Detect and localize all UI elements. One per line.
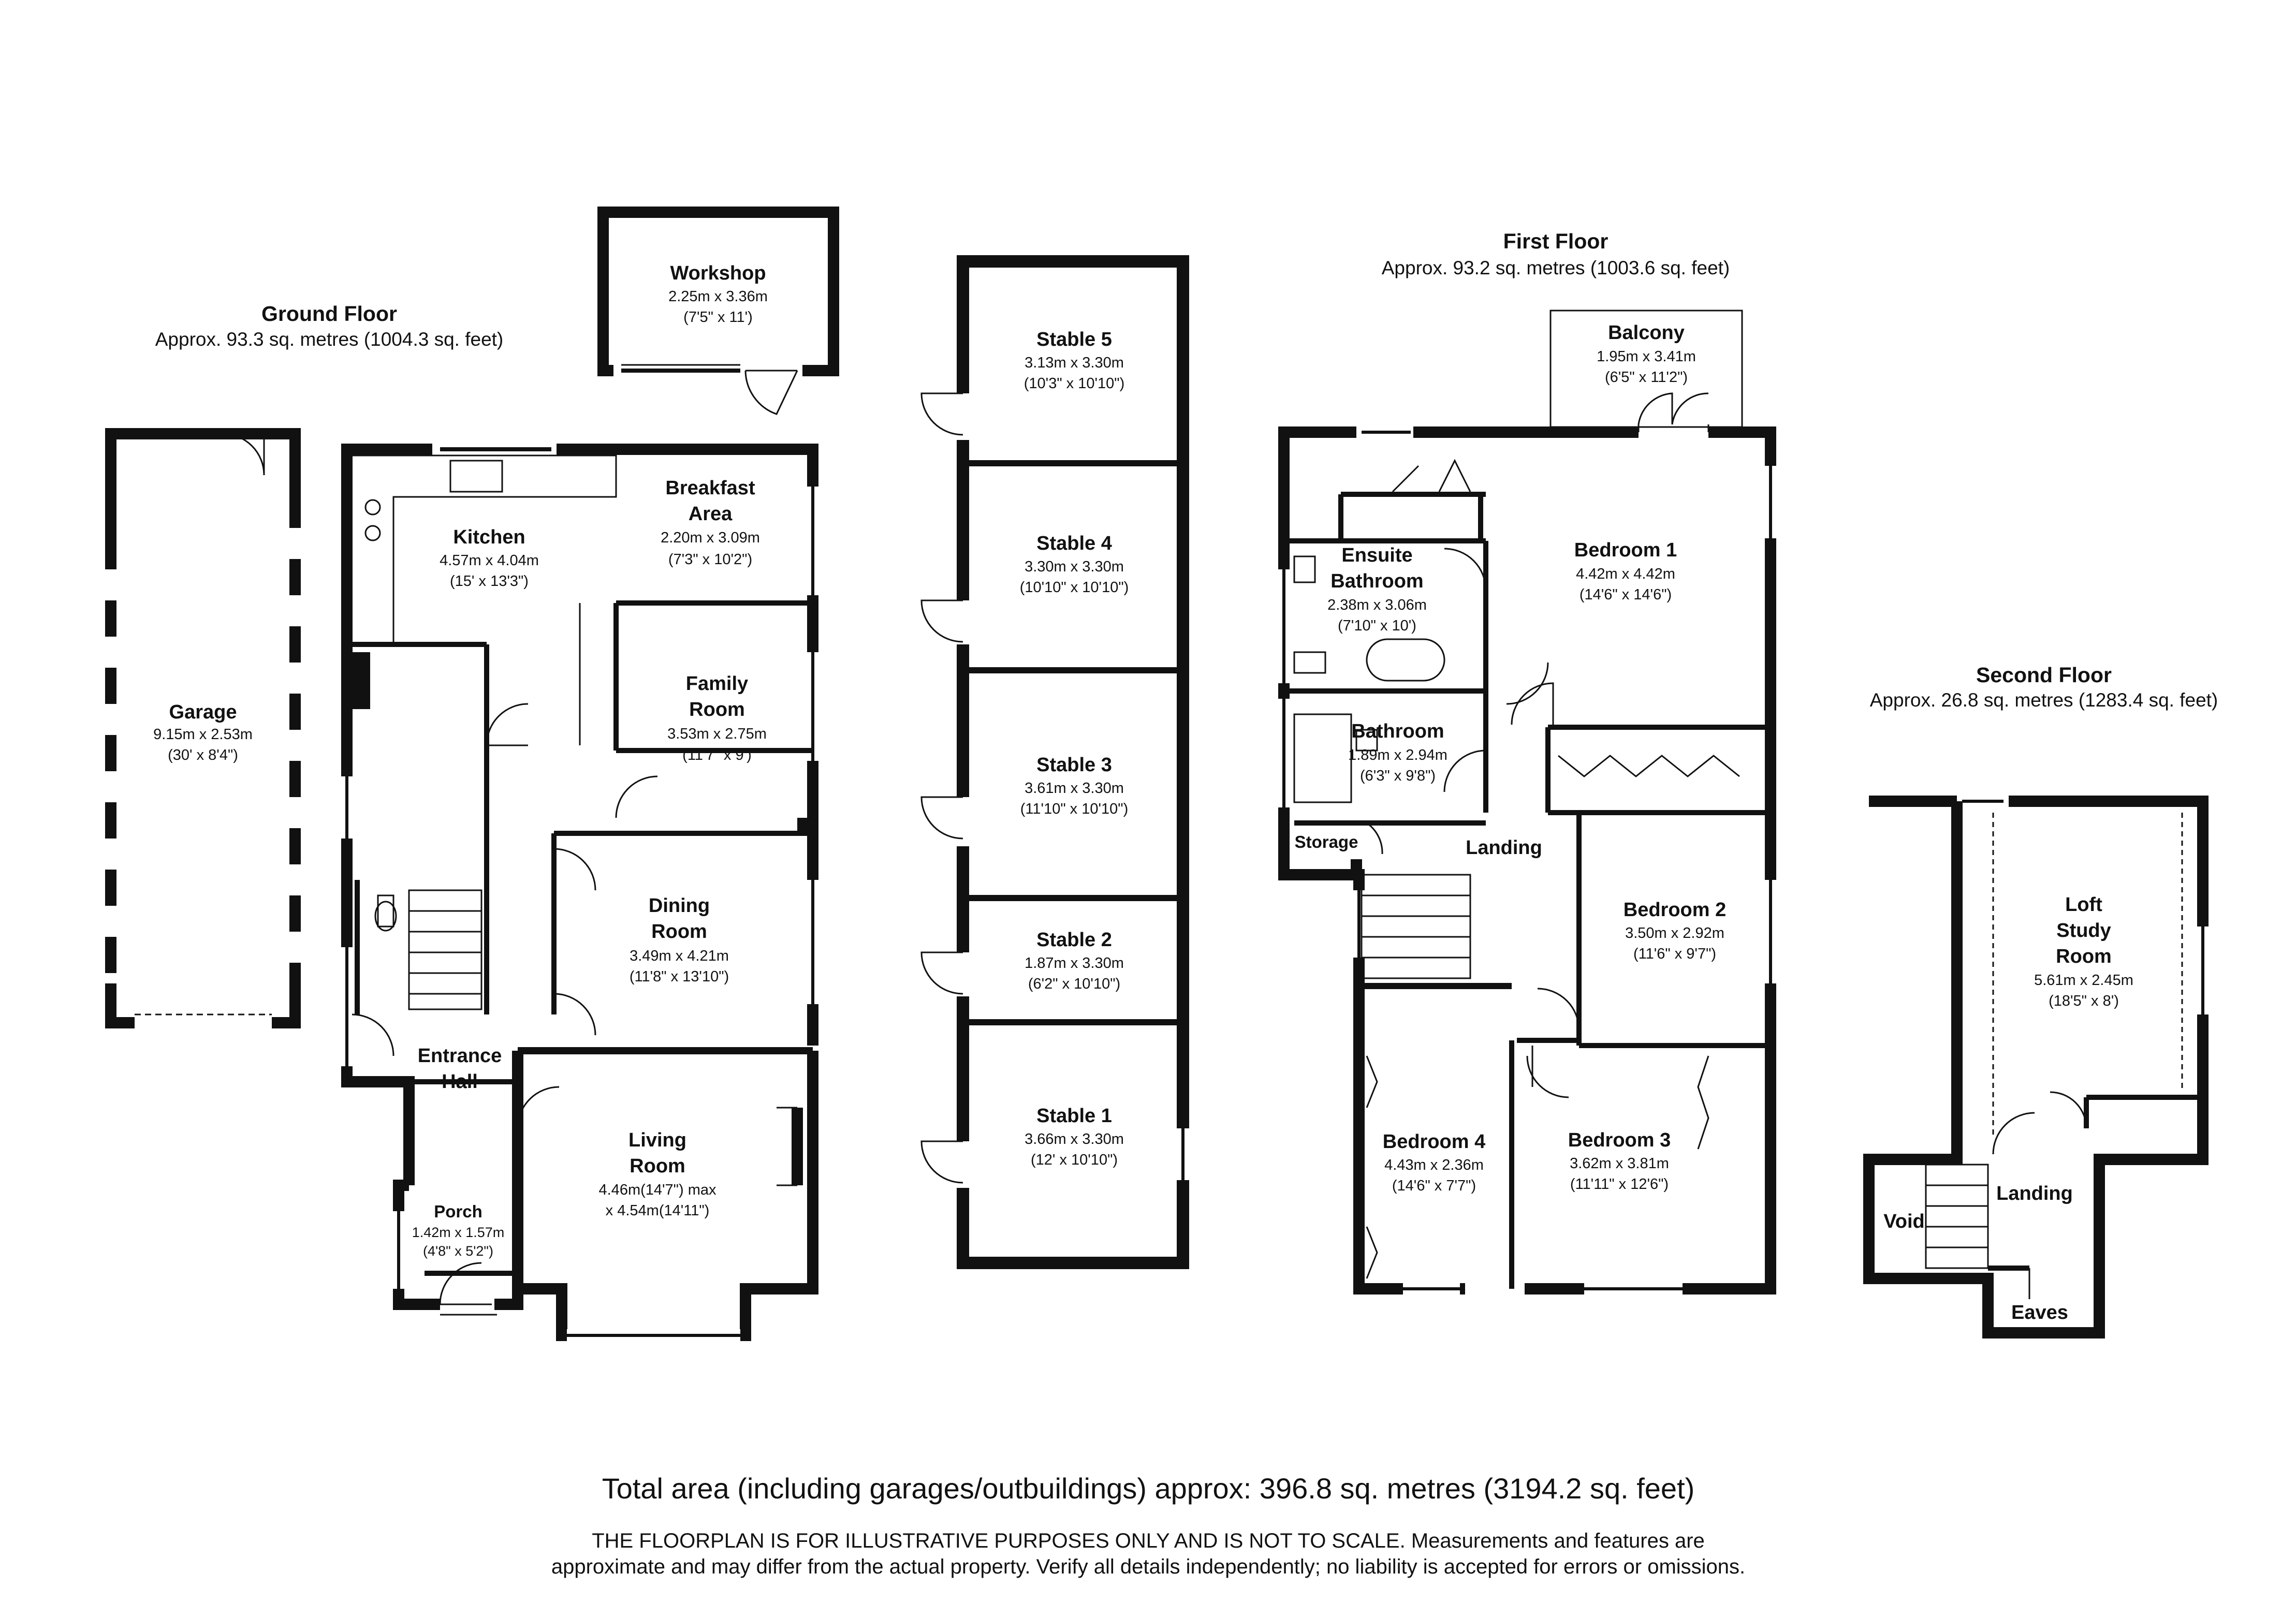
ground-floor-title: Ground Floor [261,302,397,326]
porch-metric: 1.42m x 1.57m [412,1225,505,1240]
disclaimer-line2: approximate and may differ from the actu… [551,1555,1745,1578]
first-floor-plan [1278,310,1777,1295]
dining-metric: 3.49m x 4.21m [630,948,729,964]
stables-labels: Stable 5 3.13m x 3.30m (10'3" x 10'10") … [1020,329,1129,1168]
garage-name: Garage [169,701,237,723]
first-floor-labels: First Floor Approx. 93.2 sq. metres (100… [1295,229,1730,1194]
ground-floor-area: Approx. 93.3 sq. metres (1004.3 sq. feet… [155,329,504,350]
kitchen-metric: 4.57m x 4.04m [440,552,539,569]
bedroom1-name: Bedroom 1 [1574,539,1677,561]
bathroom-imperial: (6'3" x 9'8") [1360,768,1436,784]
loft-name-line2: Study [2056,920,2111,942]
workshop-imperial: (7'5" x 11') [683,309,753,326]
bedroom3-metric: 3.62m x 3.81m [1570,1155,1669,1172]
bedroom4-metric: 4.43m x 2.36m [1384,1157,1484,1173]
stable1-name: Stable 1 [1036,1105,1112,1127]
stable2-name: Stable 2 [1036,929,1112,951]
porch-name: Porch [434,1202,482,1221]
family-name-line1: Family [686,673,748,695]
ground-floor [105,207,839,1342]
house-ground-plan [341,444,819,1342]
second-floor-plan [1863,796,2209,1338]
ensuite-name-line2: Bathroom [1330,570,1423,592]
stable3-metric: 3.61m x 3.30m [1025,780,1124,797]
stable3-imperial: (11'10" x 10'10") [1020,801,1128,817]
entrance-name-line1: Entrance [418,1045,502,1067]
bedroom4-name: Bedroom 4 [1383,1131,1485,1153]
first-floor-title: First Floor [1503,229,1608,253]
balcony-imperial: (6'5" x 11'2") [1605,369,1688,386]
workshop-plan [597,207,839,415]
stable5-imperial: (10'3" x 10'10") [1024,375,1125,392]
storage-name: Storage [1295,832,1358,851]
garage-metric: 9.15m x 2.53m [153,726,253,743]
dining-name-line2: Room [651,921,707,943]
bathroom-metric: 1.89m x 2.94m [1348,747,1447,763]
ground-floor-labels: Ground Floor Approx. 93.3 sq. metres (10… [153,262,768,1259]
first-landing-name: Landing [1466,837,1542,859]
living-name-line2: Room [630,1155,685,1177]
breakfast-name-line2: Area [689,503,733,525]
second-landing-name: Landing [1996,1183,2073,1204]
workshop-name: Workshop [670,262,766,284]
family-name-line2: Room [689,699,745,720]
bedroom3-imperial: (11'11" x 12'6") [1570,1176,1669,1193]
ensuite-imperial: (7'10" x 10') [1338,617,1416,634]
stable4-metric: 3.30m x 3.30m [1025,558,1124,575]
garage-imperial: (30' x 8'4") [168,747,238,763]
loft-name-line3: Room [2056,946,2112,967]
stable5-metric: 3.13m x 3.30m [1025,355,1124,371]
stable3-name: Stable 3 [1036,754,1112,776]
stable2-metric: 1.87m x 3.30m [1025,955,1124,972]
breakfast-name-line1: Breakfast [665,477,755,499]
loft-imperial: (18'5" x 8') [2049,993,2119,1009]
stable1-imperial: (12' x 10'10") [1031,1152,1118,1168]
eaves-name: Eaves [2011,1302,2068,1323]
bedroom2-name: Bedroom 2 [1624,899,1726,921]
stable4-name: Stable 4 [1036,533,1112,554]
total-area: Total area (including garages/outbuildin… [602,1472,1695,1505]
bathroom-name: Bathroom [1351,720,1444,742]
bedroom2-imperial: (11'6" x 9'7") [1633,946,1716,962]
disclaimer-line1: THE FLOORPLAN IS FOR ILLUSTRATIVE PURPOS… [592,1529,1705,1552]
breakfast-metric: 2.20m x 3.09m [661,529,760,546]
bedroom2-metric: 3.50m x 2.92m [1625,925,1724,942]
entrance-name-line2: Hall [442,1071,478,1093]
stables-plan [920,255,1190,1269]
ensuite-name-line1: Ensuite [1341,545,1412,566]
breakfast-imperial: (7'3" x 10'2") [668,551,752,568]
second-floor-labels: Second Floor Approx. 26.8 sq. metres (12… [1870,663,2218,1323]
kitchen-name: Kitchen [453,526,525,548]
workshop-metric: 2.25m x 3.36m [668,288,768,305]
family-imperial: (11'7" x 9') [682,747,752,763]
loft-metric: 5.61m x 2.45m [2034,972,2133,989]
living-name-line1: Living [628,1129,686,1151]
second-floor-title: Second Floor [1976,663,2112,687]
kitchen-imperial: (15' x 13'3") [450,573,529,590]
bedroom4-imperial: (14'6" x 7'7") [1392,1178,1476,1194]
stable5-name: Stable 5 [1036,329,1112,350]
family-metric: 3.53m x 2.75m [667,726,767,742]
stable1-metric: 3.66m x 3.30m [1025,1131,1124,1148]
stable4-imperial: (10'10" x 10'10") [1020,579,1129,596]
garage-plan [105,428,301,1029]
bedroom1-metric: 4.42m x 4.42m [1576,566,1675,582]
first-floor-area: Approx. 93.2 sq. metres (1003.6 sq. feet… [1382,257,1730,278]
living-dimension-line1: 4.46m(14'7") max [599,1182,716,1198]
balcony-metric: 1.95m x 3.41m [1597,348,1696,365]
void-name: Void [1883,1211,1925,1232]
loft-name-line1: Loft [2065,894,2102,916]
stable2-imperial: (6'2" x 10'10") [1028,976,1120,992]
second-floor-area: Approx. 26.8 sq. metres (1283.4 sq. feet… [1870,689,2218,711]
dining-name-line1: Dining [649,895,710,917]
dining-imperial: (11'8" x 13'10") [630,968,729,985]
living-dimension-line2: x 4.54m(14'11") [606,1202,710,1219]
bedroom3-name: Bedroom 3 [1568,1129,1671,1151]
porch-imperial: (4'8" x 5'2") [423,1243,493,1259]
bedroom1-imperial: (14'6" x 14'6") [1580,586,1672,603]
ensuite-metric: 2.38m x 3.06m [1327,597,1427,613]
footer: Total area (including garages/outbuildin… [551,1472,1745,1578]
balcony-name: Balcony [1608,322,1685,344]
